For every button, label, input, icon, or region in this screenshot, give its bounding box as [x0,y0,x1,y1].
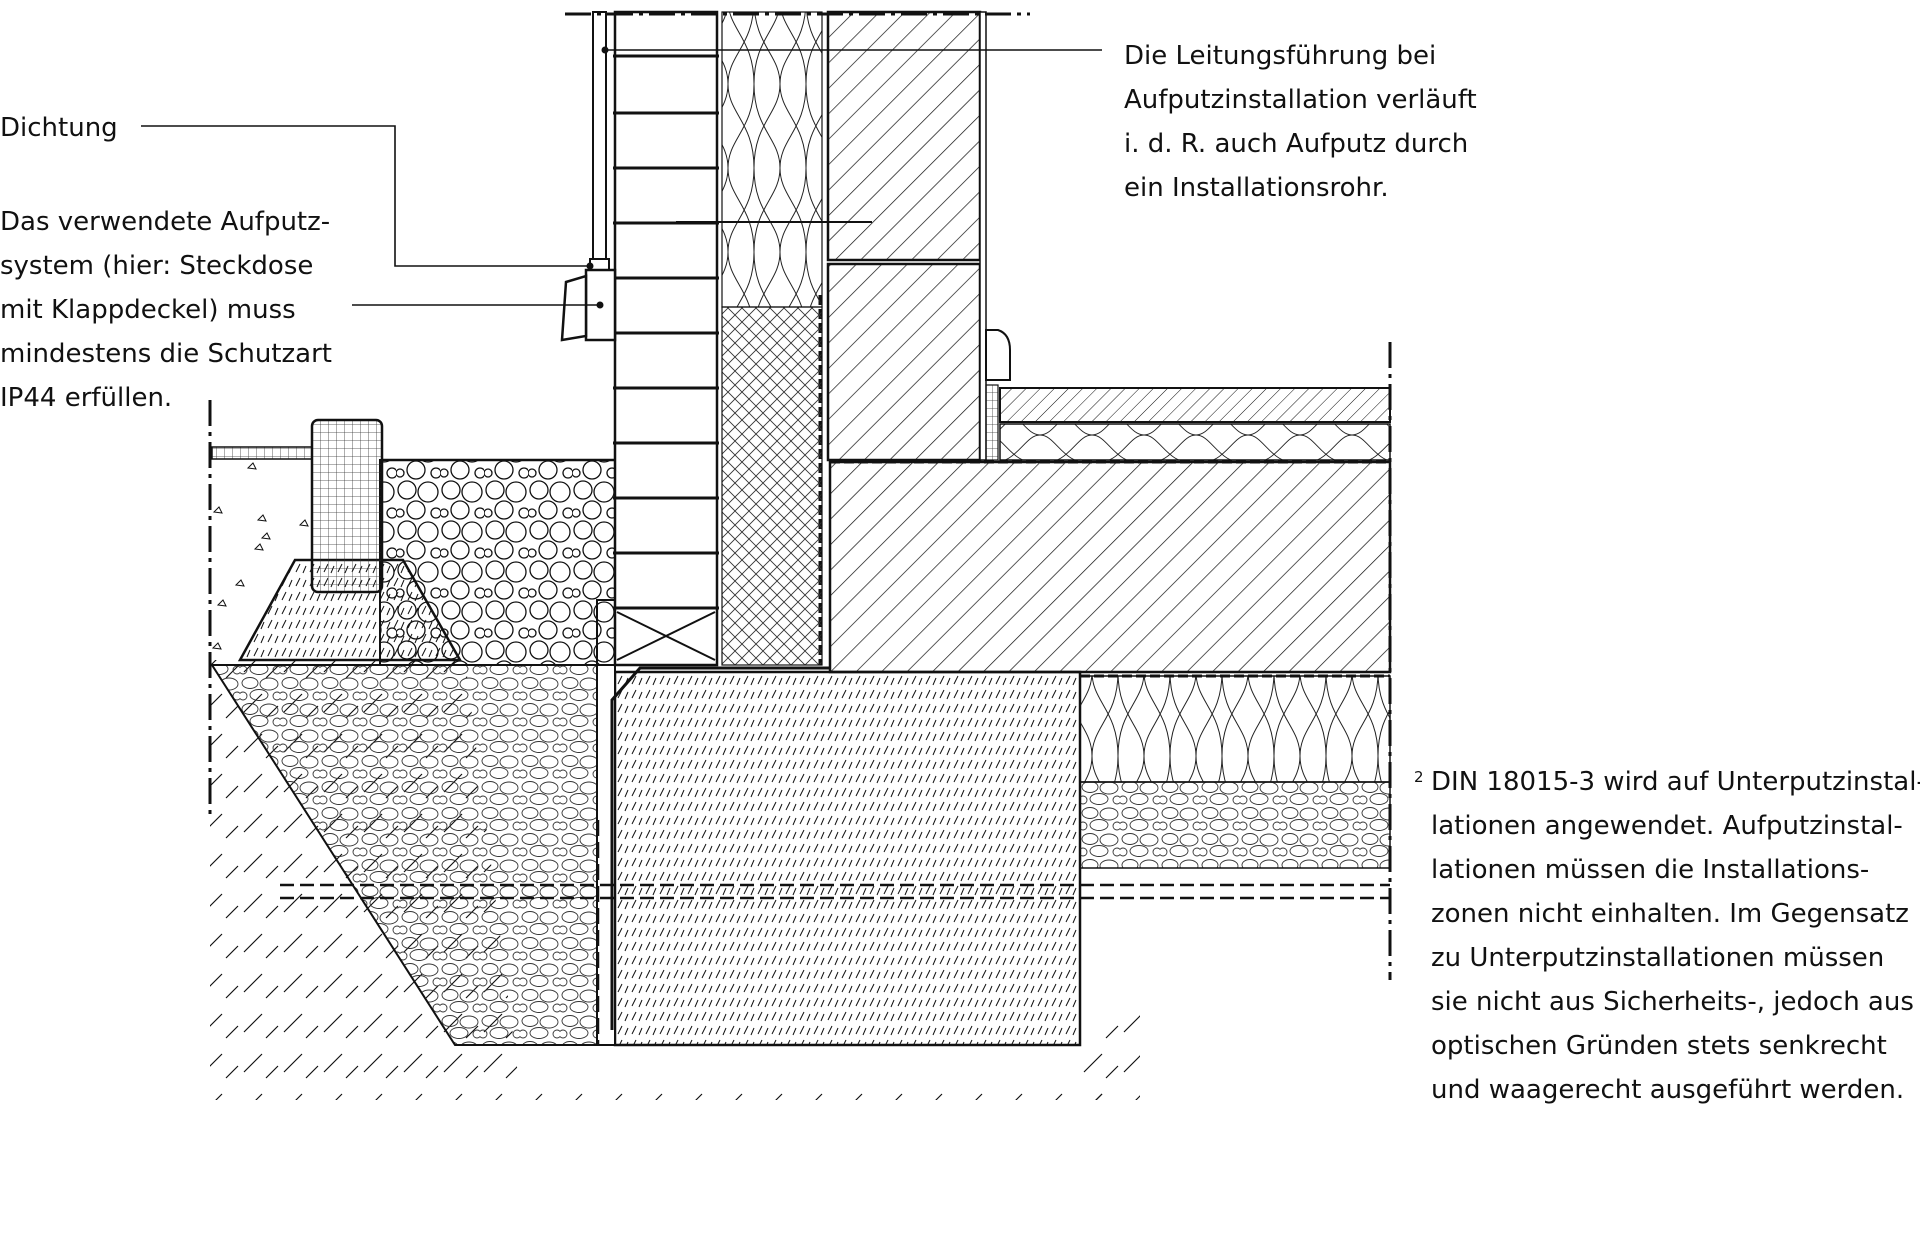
underslab-gravel [1079,781,1391,869]
paving-strip [211,446,313,460]
label-routing-line: Aufputzinstallation verläuft [1124,85,1477,115]
leaders [141,49,1102,306]
membranes [280,295,1390,1045]
facing-brick [613,10,719,667]
label-system: Das verwendete Aufputz- system (hier: St… [0,200,332,420]
screed [999,387,1391,423]
label-system-line: mindestens die Schutzart [0,339,332,369]
cavity-insulation [721,11,823,308]
footnote-line: und waagerecht ausgeführt werden. [1431,1075,1905,1105]
label-seal-text: Dichtung [0,113,118,143]
footnote-line: lationen angewendet. Aufputzinstal- [1431,811,1903,841]
inner-wall-lower [826,262,982,462]
edge-strip [985,384,999,461]
brick-courses [613,54,719,610]
footnote-line: zonen nicht einhalten. Im Gegensatz [1431,899,1909,929]
perimeter-insulation [721,306,823,666]
label-system-line: mit Klappdeckel) muss [0,295,296,325]
impact-insulation [999,423,1391,461]
bottom-course-cross [616,611,716,661]
label-routing-line: i. d. R. auch Aufputz durch [1124,129,1469,159]
leader-dots [586,46,609,309]
pavement-dots [211,462,309,650]
label-seal: Dichtung [0,106,118,150]
label-routing-line: ein Installationsrohr. [1124,173,1389,203]
underslab-insulation [1079,675,1391,783]
label-routing-line: Die Leitungsführung bei [1124,41,1437,71]
label-system-line: IP44 erfüllen. [0,383,173,413]
wall-plaster [979,11,987,461]
skirting [985,329,1011,381]
label-system-line: system (hier: Steckdose [0,251,314,281]
footnote: DIN 18015-3 wird auf Unterputzinstal- la… [1431,760,1920,1112]
curb-stone [310,418,384,594]
footnote-mark: 2 [1414,768,1424,786]
inner-wall-upper [826,10,982,262]
footnote-line: optischen Gründen stets senkrecht [1431,1031,1887,1061]
footnote-line: DIN 18015-3 wird auf Unterputzinstal- [1431,767,1920,797]
label-system-line: Das verwendete Aufputz- [0,207,331,237]
label-routing: Die Leitungsführung bei Aufputzinstallat… [1124,34,1477,210]
footnote-line: lationen müssen die Installations- [1431,855,1870,885]
footnote-line: sie nicht aus Sicherheits-, jedoch aus [1431,987,1914,1017]
foundation [613,670,1082,1047]
footnote-line: zu Unterputzinstallationen müssen [1431,943,1885,973]
break-lines [208,12,1392,980]
floor-slab [828,460,1392,674]
